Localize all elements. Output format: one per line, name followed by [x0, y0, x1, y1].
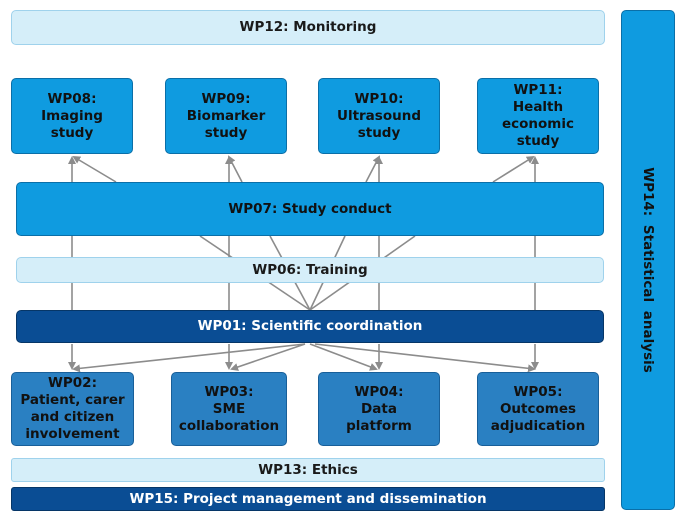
wp01-scientific-coordination-box: WP01: Scientific coordination — [16, 310, 604, 343]
arrow-wp07-wp10 — [365, 155, 380, 183]
wp04-data-platform-box: WP04: Data platform — [318, 372, 440, 446]
arrow-wp01-wp04 — [309, 343, 378, 371]
arrow-wp01-wp05 — [314, 343, 536, 373]
wp13-label: WP13: Ethics — [258, 461, 358, 478]
wp06-label: WP06: Training — [252, 261, 368, 278]
wp13-ethics-box: WP13: Ethics — [11, 458, 605, 482]
wp07-study-conduct-box: WP07: Study conduct — [16, 182, 604, 236]
arrow-wp01-wp02 — [72, 343, 306, 373]
wp03-sme-collaboration-box: WP03: SME collaboration — [171, 372, 287, 446]
wp06-training-box: WP06: Training — [16, 257, 604, 283]
wp15-label: WP15: Project management and disseminati… — [129, 490, 487, 507]
wp08-label: WP08: Imaging study — [41, 90, 103, 141]
wp05-label: WP05: Outcomes adjudication — [490, 383, 586, 434]
wp12-label: WP12: Monitoring — [239, 19, 377, 35]
wp04-label: WP04: Data platform — [346, 383, 412, 434]
wp02-label: WP02: Patient, carer and citizen involve… — [20, 375, 125, 442]
wp11-label: WP11: Health economic study — [501, 82, 574, 149]
wp07-label: WP07: Study conduct — [228, 200, 392, 217]
wp03-label: WP03: SME collaboration — [178, 383, 280, 434]
wp12-monitoring-box: WP12: Monitoring — [11, 10, 605, 45]
arrow-wp07-wp11 — [492, 155, 535, 183]
wp01-label: WP01: Scientific coordination — [197, 318, 423, 334]
arrow-wp07-wp08 — [72, 155, 117, 183]
wp11-health-economic-box: WP11: Health economic study — [477, 78, 599, 154]
wp10-ultrasound-box: WP10: Ultrasound study — [318, 78, 440, 154]
wp14-label: WP14: Statistical analysis — [640, 167, 656, 373]
wp15-project-management-box: WP15: Project management and disseminati… — [11, 487, 605, 511]
wp08-imaging-box: WP08: Imaging study — [11, 78, 133, 154]
wp09-label: WP09: Biomarker study — [186, 90, 266, 141]
arrow-wp01-wp03 — [230, 343, 306, 371]
wp05-outcomes-adjudication-box: WP05: Outcomes adjudication — [477, 372, 599, 446]
wp10-label: WP10: Ultrasound study — [336, 90, 421, 141]
wp14-statistical-analysis-box — [621, 10, 675, 510]
wp09-biomarker-box: WP09: Biomarker study — [165, 78, 287, 154]
wp02-patient-involvement-box: WP02: Patient, carer and citizen involve… — [11, 372, 134, 446]
arrow-wp07-wp09 — [228, 155, 243, 183]
